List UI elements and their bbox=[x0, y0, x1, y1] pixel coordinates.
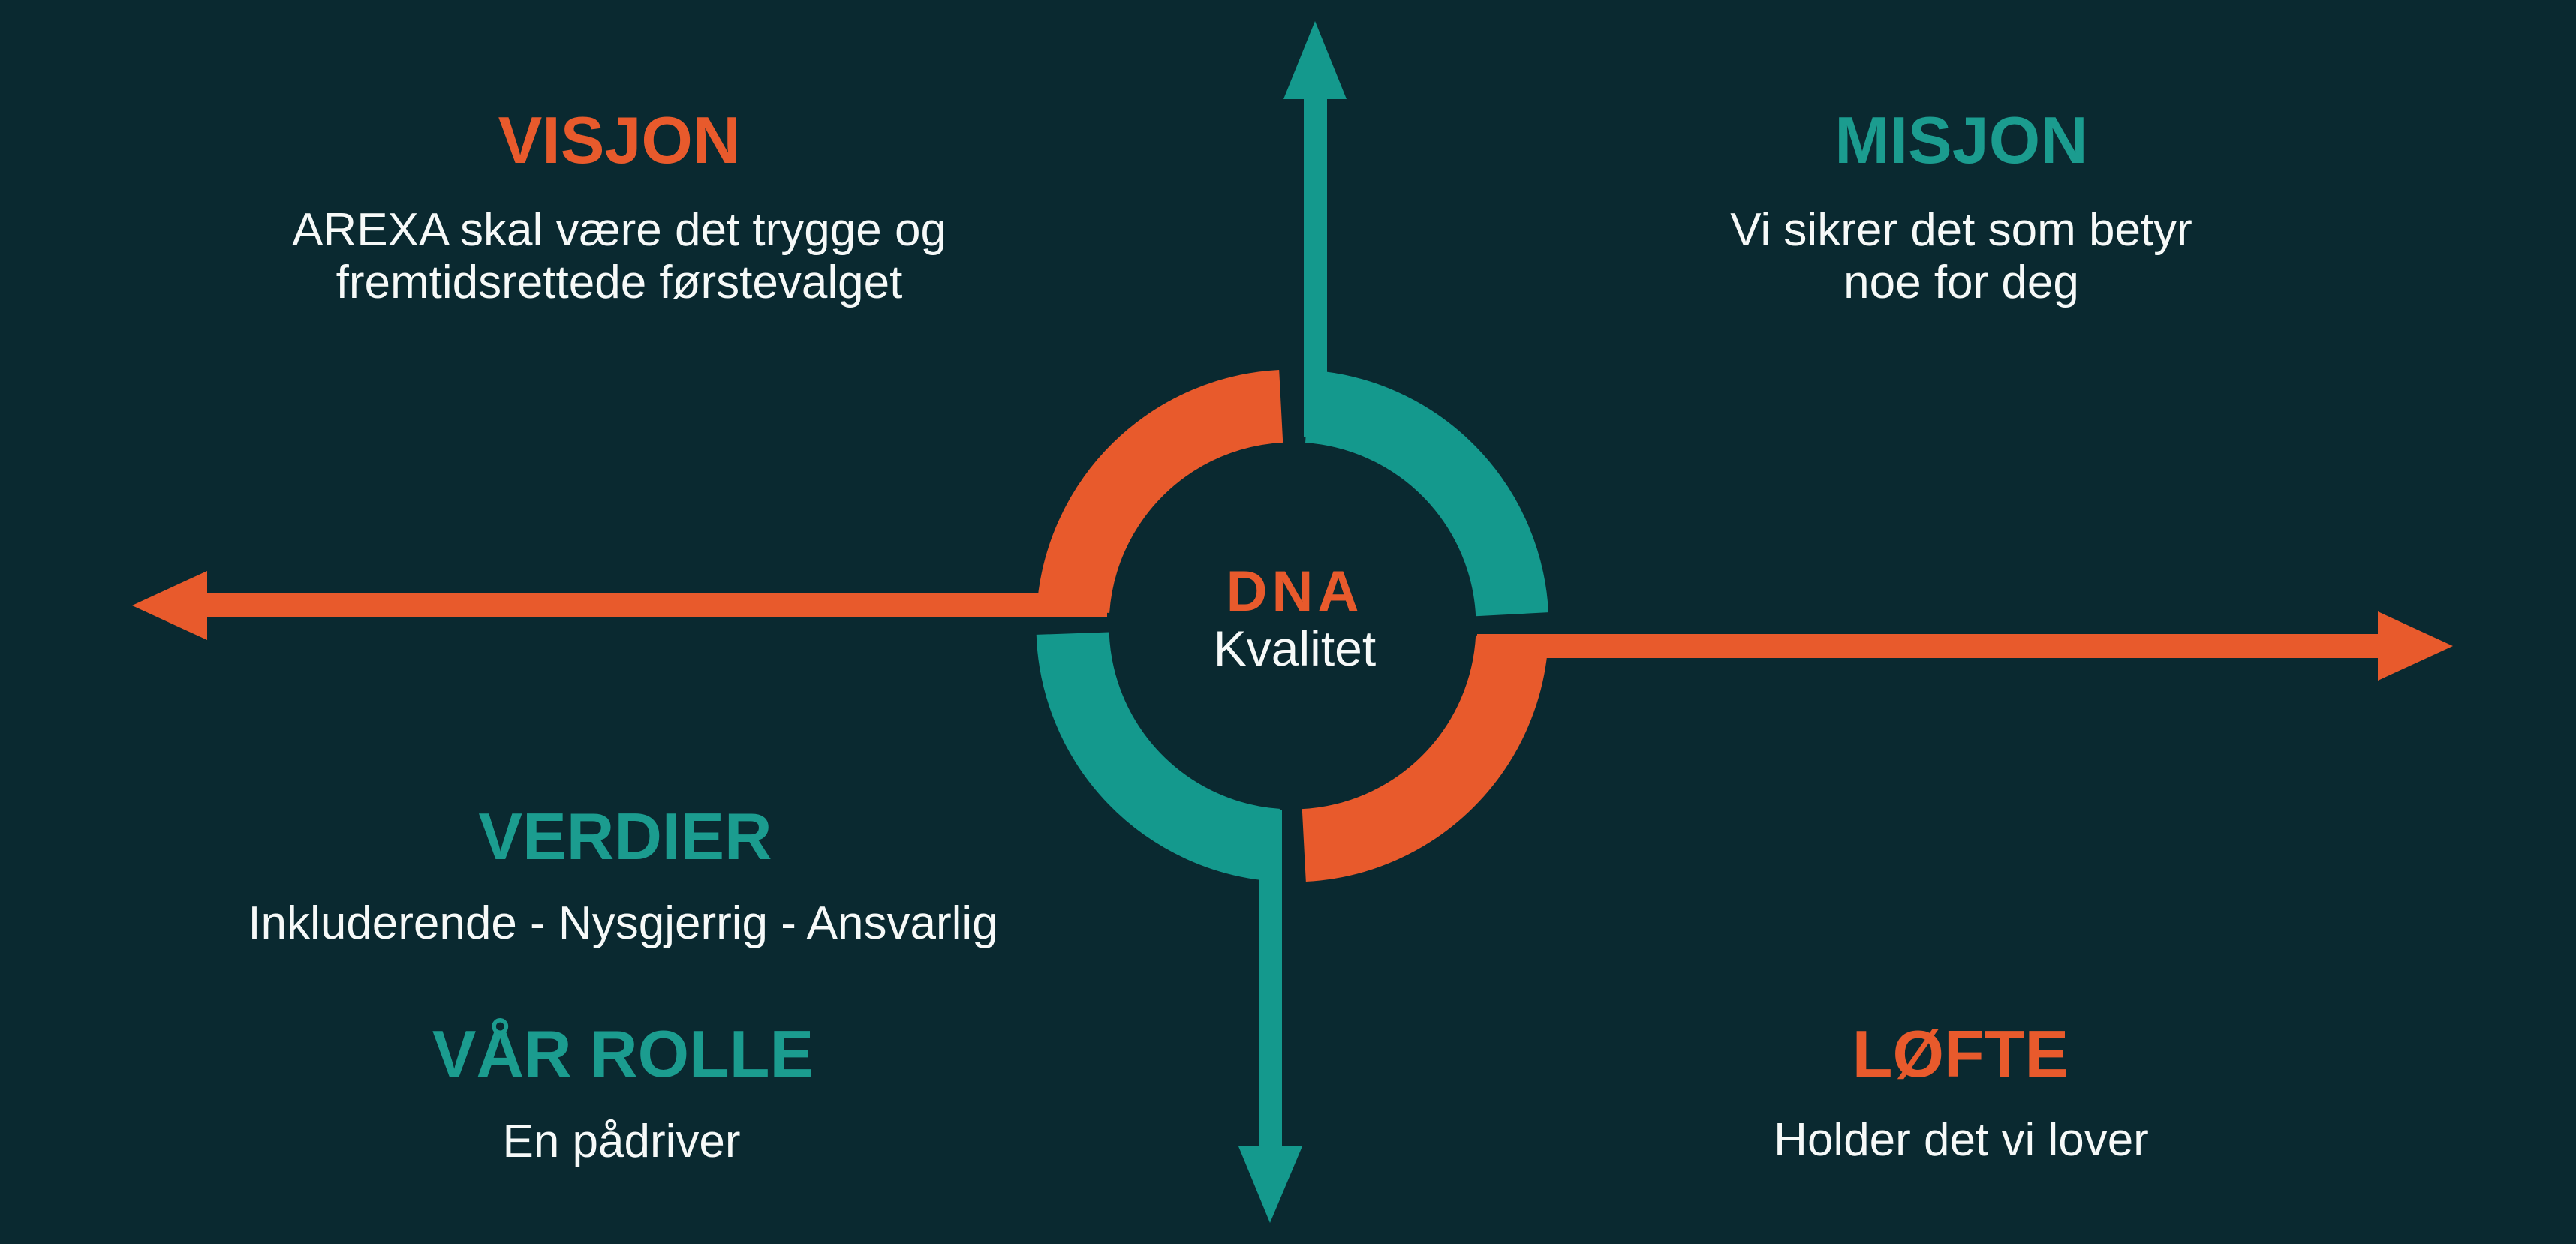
ring-segment-top-right bbox=[1305, 370, 1549, 617]
misjon-heading: MISJON bbox=[1834, 103, 2088, 177]
visjon-heading: VISJON bbox=[498, 103, 741, 177]
ring-segment-bottom-left bbox=[1036, 631, 1280, 882]
up-arrow-icon bbox=[1283, 21, 1347, 437]
verdier-statement: Inkluderende - Nysgjerrig - Ansvarlig bbox=[248, 897, 998, 949]
right-arrow-icon bbox=[1477, 611, 2453, 681]
down-arrow-icon bbox=[1238, 810, 1302, 1223]
up-arrow-shaft bbox=[1304, 96, 1327, 437]
ring-segment-bottom-right bbox=[1302, 635, 1549, 882]
right-arrow-shaft bbox=[1477, 634, 2381, 658]
misjon-statement-line-2: noe for deg bbox=[1843, 257, 2079, 308]
right-arrow-head bbox=[2378, 611, 2453, 681]
dna-ring bbox=[1036, 369, 1549, 882]
ring-segment-top-left bbox=[1037, 369, 1284, 614]
misjon-statement-line-1: Vi sikrer det som betyr bbox=[1730, 204, 2192, 256]
left-arrow-head bbox=[132, 571, 207, 640]
left-arrow-icon bbox=[132, 571, 1107, 640]
vaar-rolle-statement: En pådriver bbox=[502, 1116, 741, 1167]
verdier-heading: VERDIER bbox=[478, 799, 772, 873]
vaar-rolle-heading: VÅR ROLLE bbox=[432, 1017, 814, 1091]
left-arrow-shaft bbox=[204, 593, 1107, 617]
dna-heading: DNA bbox=[1226, 560, 1364, 624]
lofte-heading: LØFTE bbox=[1852, 1017, 2069, 1091]
visjon-statement-line-2: fremtidsrettede førstevalget bbox=[336, 257, 903, 308]
down-arrow-shaft bbox=[1259, 810, 1282, 1149]
up-arrow-head bbox=[1283, 21, 1347, 99]
dna-statement: Kvalitet bbox=[1213, 620, 1377, 676]
visjon-statement-line-1: AREXA skal være det trygge og bbox=[292, 204, 946, 256]
lofte-statement: Holder det vi lover bbox=[1774, 1114, 2149, 1166]
down-arrow-head bbox=[1238, 1146, 1302, 1223]
